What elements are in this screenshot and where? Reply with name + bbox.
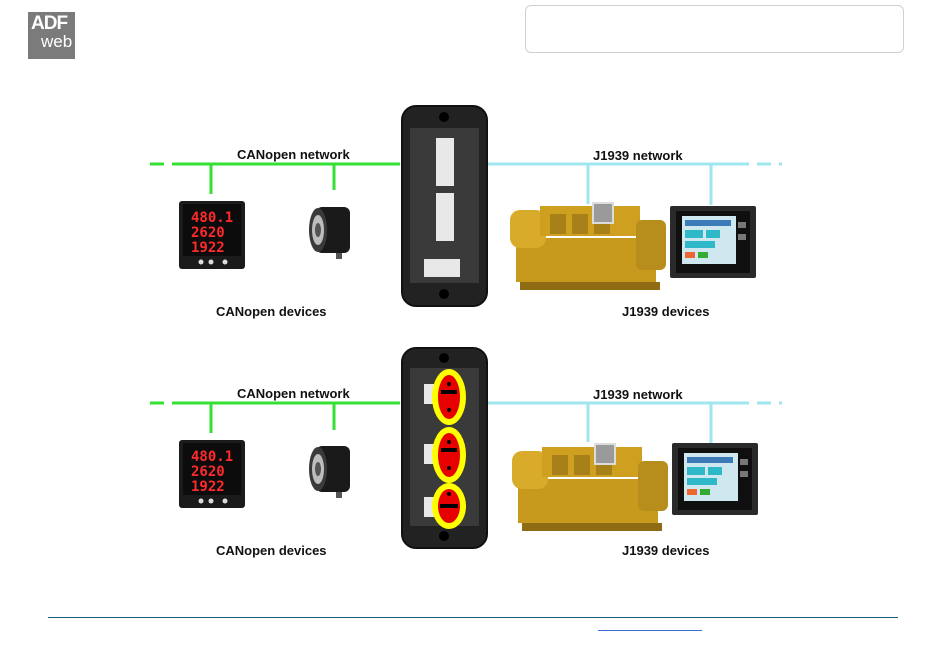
j1939-network-label: J1939 network [593, 387, 683, 402]
can-connector [436, 138, 454, 186]
meter-reading: 480.1 [191, 449, 233, 465]
gateway-device-highlighted [402, 348, 487, 548]
gateway-device [402, 106, 487, 306]
meter-reading: 2620 [191, 464, 225, 480]
highlighted-connector [432, 427, 466, 483]
hmi-panel [672, 443, 758, 515]
diagram-2: CANopen network J1939 network 480.1 2620… [150, 348, 782, 558]
diesel-engine [510, 202, 666, 290]
meter-reading: 2620 [191, 225, 225, 241]
j1939-devices-label: J1939 devices [622, 304, 709, 319]
footer-divider [48, 617, 898, 618]
canopen-devices-label: CANopen devices [216, 543, 327, 558]
meter-reading: 1922 [191, 479, 225, 495]
canopen-devices-label: CANopen devices [216, 304, 327, 319]
diesel-engine [512, 443, 668, 531]
meter-reading: 480.1 [191, 210, 233, 226]
canopen-network-label: CANopen network [237, 386, 350, 401]
j1939-network-label: J1939 network [593, 148, 683, 163]
canopen-network-label: CANopen network [237, 147, 350, 162]
power-meter: 480.1 2620 1922 [179, 201, 245, 269]
footer-link[interactable] [598, 630, 702, 631]
power-connector [424, 259, 460, 277]
meter-reading: 1922 [191, 240, 225, 256]
can-connector [436, 193, 454, 241]
power-meter: 480.1 2620 1922 [179, 440, 245, 508]
encoder [309, 207, 350, 259]
hmi-panel [670, 206, 756, 278]
diagram-1: CANopen network J1939 network 480.1 2620… [150, 106, 782, 319]
encoder [309, 446, 350, 498]
highlighted-connector [432, 369, 466, 425]
j1939-devices-label: J1939 devices [622, 543, 709, 558]
highlighted-power-connector [432, 483, 466, 529]
